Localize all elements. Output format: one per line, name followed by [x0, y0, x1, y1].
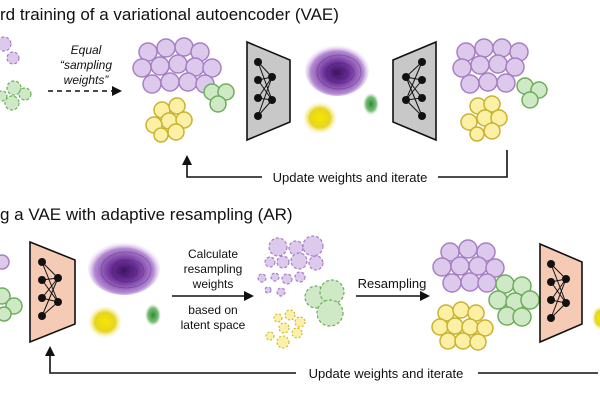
calc-label-line3: weights: [192, 277, 234, 291]
top-output-yellow-cluster: [460, 95, 508, 142]
top-update-label: Update weights and iterate: [273, 170, 428, 185]
based-label-line2: latent space: [181, 318, 246, 332]
calc-label-line2: resampling: [184, 262, 243, 276]
top-left-partial-cluster: [0, 36, 32, 111]
top-input-yellow-cluster: [145, 97, 193, 143]
top-output-green-cluster: [516, 77, 548, 109]
weighted-purple-cluster: [257, 235, 324, 297]
equal-label-line1: Equal: [71, 43, 102, 57]
bottom-title: g a VAE with adaptive resampling (AR): [0, 205, 293, 224]
bottom-feedback-arrow: [45, 346, 598, 374]
weighted-yellow-cluster: [265, 309, 306, 349]
bottom-right-encoder-network: [539, 242, 583, 344]
bottom-left-partial-cluster: [0, 254, 23, 322]
weighted-green-cluster: [304, 279, 345, 327]
top-input-green-cluster: [203, 83, 235, 113]
top-output-purple-cluster: [452, 38, 529, 94]
resampled-green-cluster: [488, 274, 540, 327]
resampling-label: Resampling: [358, 276, 427, 291]
top-decoder-network: [392, 40, 437, 142]
top-feedback-arrow: [182, 150, 508, 178]
top-encoder-network: [246, 40, 291, 142]
bottom-encoder-network: [29, 240, 76, 344]
equal-label-line3: weights”: [64, 73, 110, 87]
top-title: rd training of a variational autoencoder…: [0, 5, 339, 24]
based-label-line1: based on: [188, 303, 237, 317]
resampled-purple-cluster: [432, 239, 505, 293]
resampled-yellow-cluster: [431, 301, 494, 351]
top-input-purple-cluster: [132, 37, 222, 94]
calc-label-line1: Calculate: [188, 247, 238, 261]
equal-label-line2: “sampling: [60, 58, 112, 72]
bottom-latent-space: [88, 241, 161, 338]
top-latent-space: [303, 44, 379, 134]
bottom-update-label: Update weights and iterate: [309, 366, 464, 381]
edge-yellow-latent: [592, 306, 600, 330]
